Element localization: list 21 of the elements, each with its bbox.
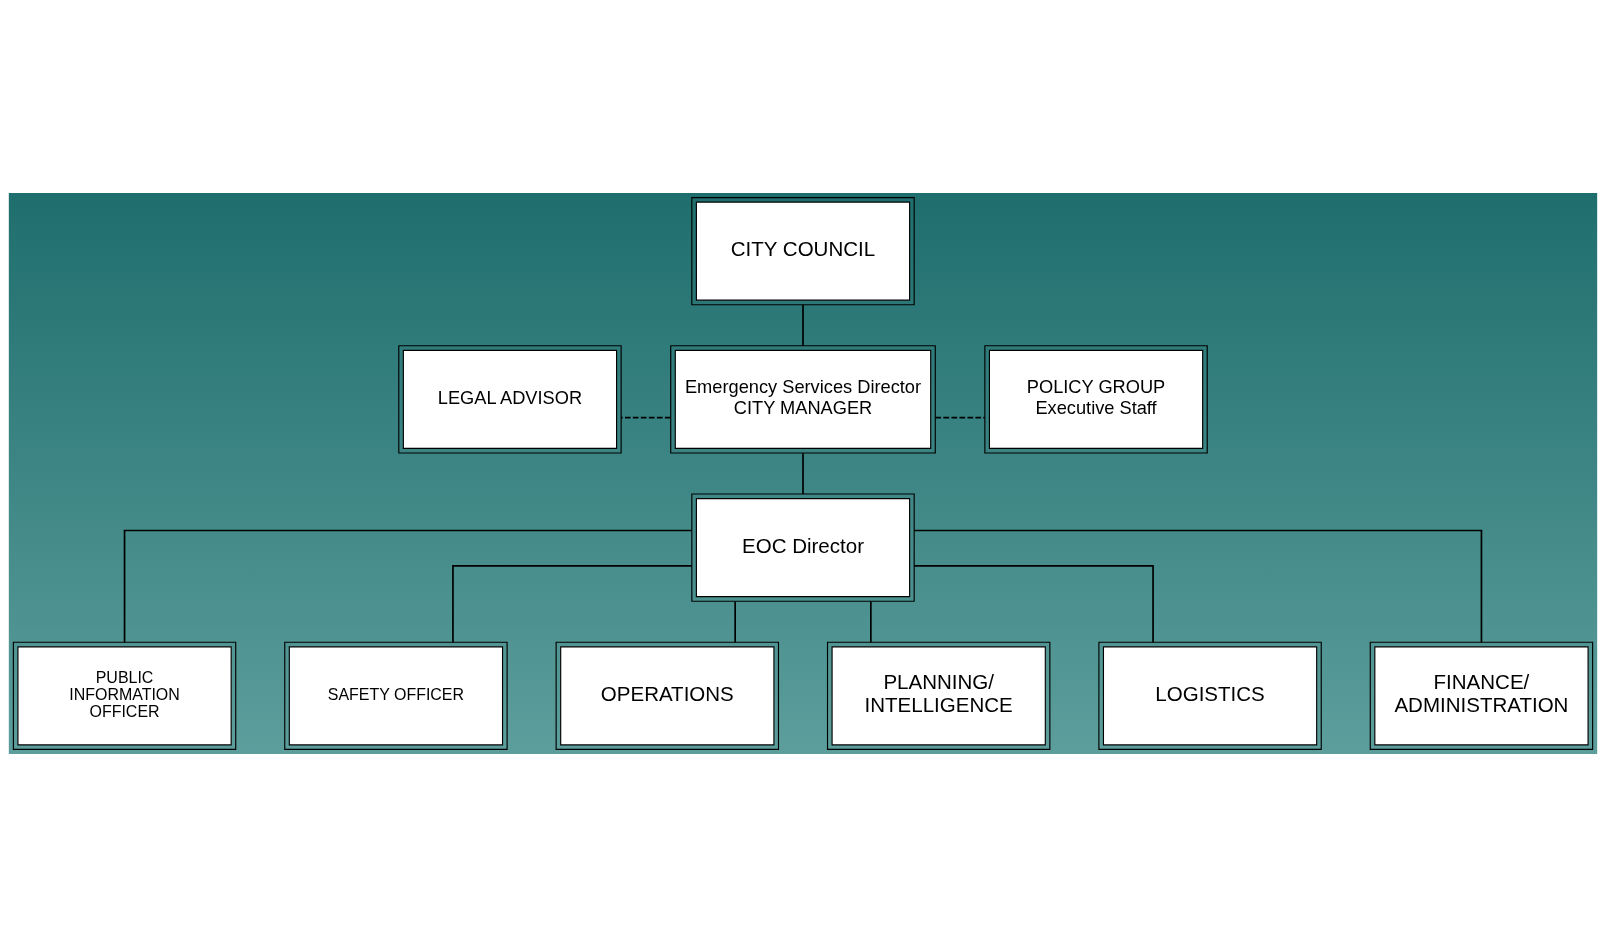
node-box: CITY COUNCIL (691, 196, 915, 305)
connector (734, 600, 736, 643)
node-box: FINANCE/ ADMINISTRATION (1369, 641, 1594, 750)
node-box: OPERATIONS (555, 641, 780, 750)
node-box: LOGISTICS (1098, 641, 1322, 750)
connector (802, 303, 804, 347)
connector (870, 600, 872, 643)
node-box: POLICY GROUP Executive Staff (984, 344, 1208, 454)
connector (913, 529, 1483, 643)
node-box: Emergency Services Director CITY MANAGER (670, 344, 936, 454)
node-box: EOC Director (691, 492, 915, 602)
node-box: PUBLIC INFORMATION OFFICER (12, 641, 237, 750)
connector (620, 416, 672, 418)
node-box: SAFETY OFFICER (284, 641, 508, 750)
node-box: LEGAL ADVISOR (398, 344, 622, 454)
node-box: PLANNING/ INTELLIGENCE (826, 641, 1051, 750)
connector (802, 451, 804, 495)
connector (452, 564, 693, 643)
connector (934, 416, 986, 418)
connector (913, 564, 1154, 643)
connector (123, 529, 693, 643)
